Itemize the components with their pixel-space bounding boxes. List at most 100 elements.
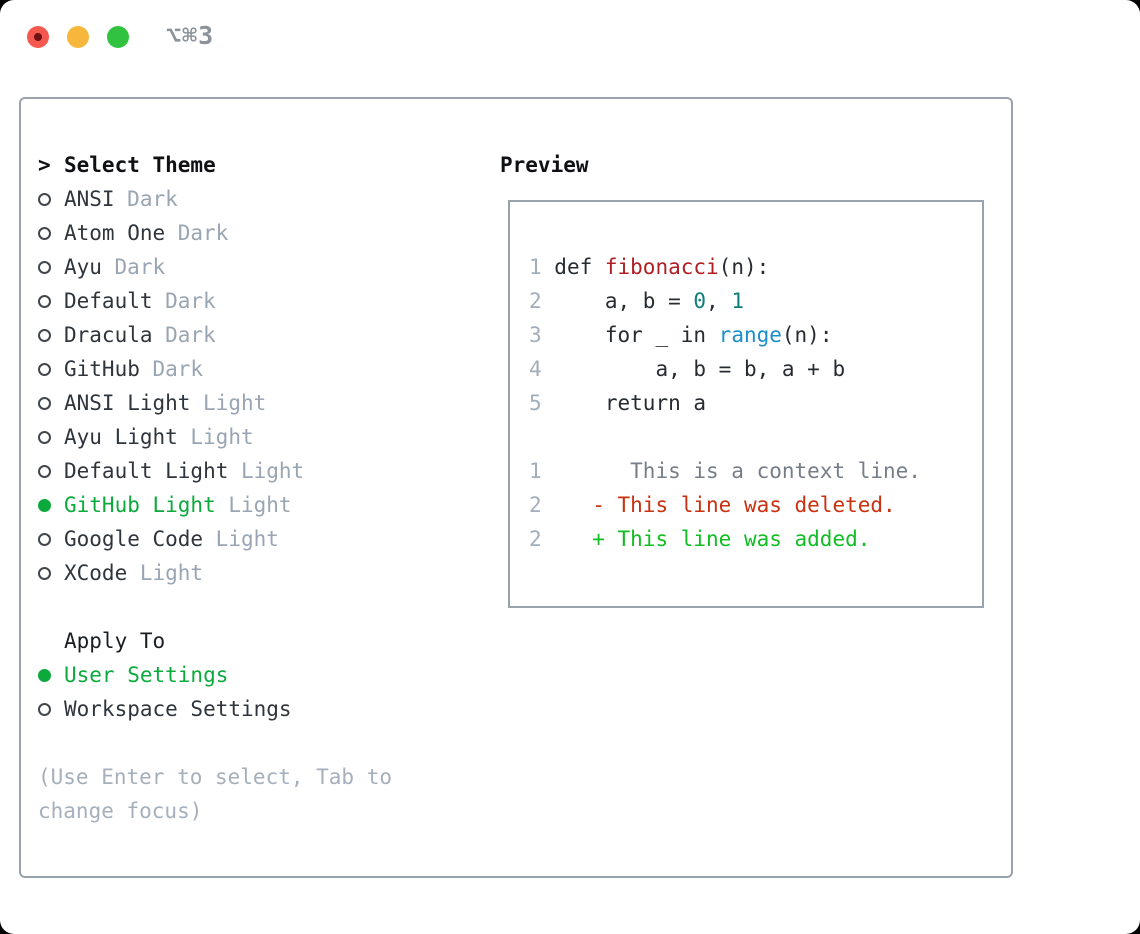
theme-list-header: > Select Theme <box>38 148 392 182</box>
line-number: 5 <box>529 391 542 415</box>
theme-item-dracula[interactable]: Dracula Dark <box>38 318 392 352</box>
line-number: 2 <box>529 493 542 517</box>
option-label: Ayu Light <box>64 425 178 449</box>
code-segment: This is a context line. <box>554 459 921 483</box>
radio-unselected-icon <box>38 396 64 410</box>
keyboard-hint: (Use Enter to select, Tab to change focus… <box>38 760 392 828</box>
option-variant-label: Light <box>240 459 305 483</box>
option-variant-label: Light <box>228 493 292 517</box>
option-label: ANSI <box>64 187 115 211</box>
apply-option-user-settings[interactable]: User Settings <box>38 658 392 692</box>
prompt-caret-icon: > <box>38 153 51 177</box>
radio-unselected-icon <box>38 362 64 376</box>
option-variant-label: Light <box>190 425 254 449</box>
code-segment: fibonacci <box>604 255 719 279</box>
code-line: 1 This is a context line. <box>529 454 972 488</box>
line-number: 4 <box>529 357 542 381</box>
line-number: 1 <box>529 255 542 279</box>
maximize-button[interactable] <box>107 26 129 48</box>
option-variant-label: Dark <box>114 255 166 279</box>
spacer <box>38 590 392 624</box>
code-segment: range <box>718 323 782 347</box>
minimize-button[interactable] <box>67 26 89 48</box>
radio-unselected-icon <box>38 464 64 478</box>
code-segment: - This line was deleted. <box>554 493 896 517</box>
option-label: Default <box>64 289 153 313</box>
code-segment: a, b = <box>554 289 694 313</box>
code-line: 2 - This line was deleted. <box>529 488 972 522</box>
theme-item-github[interactable]: GitHub Dark <box>38 352 392 386</box>
option-variant-label: Dark <box>152 357 204 381</box>
code-segment: return a <box>554 391 707 415</box>
option-label: Dracula <box>64 323 153 347</box>
theme-item-ayu[interactable]: Ayu Dark <box>38 250 392 284</box>
line-number: 3 <box>529 323 542 347</box>
theme-item-google-code[interactable]: Google Code Light <box>38 522 392 556</box>
theme-list-title: Select Theme <box>64 153 216 177</box>
option-variant-label: Light <box>203 391 267 415</box>
option-variant-label: Light <box>139 561 204 585</box>
radio-unselected-icon <box>38 702 64 716</box>
radio-unselected-icon <box>38 192 64 206</box>
code-line: 2 + This line was added. <box>529 522 972 556</box>
theme-item-ayu-light[interactable]: Ayu Light Light <box>38 420 392 454</box>
radio-unselected-icon <box>38 566 64 580</box>
theme-item-xcode[interactable]: XCode Light <box>38 556 392 590</box>
radio-unselected-icon <box>38 328 64 342</box>
option-label: Google Code <box>64 527 204 551</box>
option-label: GitHub Light <box>64 493 216 517</box>
apply-option-workspace-settings[interactable]: Workspace Settings <box>38 692 392 726</box>
code-line: 2 a, b = 0, 1 <box>529 284 972 318</box>
code-segment: + This line was added. <box>554 527 871 551</box>
radio-unselected-icon <box>38 430 64 444</box>
radio-unselected-icon <box>38 532 64 546</box>
line-number: 2 <box>529 527 542 551</box>
code-line: 1 def fibonacci(n): <box>529 250 972 284</box>
line-number: 2 <box>529 289 542 313</box>
option-variant-label: Light <box>215 527 279 551</box>
theme-item-ansi[interactable]: ANSI Dark <box>38 182 392 216</box>
radio-unselected-icon <box>38 294 64 308</box>
code-segment: (n): <box>718 255 770 279</box>
option-label: GitHub <box>64 357 140 381</box>
option-label: Atom One <box>64 221 166 245</box>
code-segment: 0 <box>693 289 707 313</box>
option-variant-label: Dark <box>165 323 216 347</box>
theme-item-default-light[interactable]: Default Light Light <box>38 454 392 488</box>
window-title-shortcut: ⌥⌘3 <box>166 21 215 50</box>
traffic-lights <box>27 26 129 48</box>
preview-title: Preview <box>500 153 589 177</box>
code-segment: (n): <box>781 323 833 347</box>
radio-unselected-icon <box>38 226 64 240</box>
radio-selected-icon <box>38 668 64 682</box>
option-variant-label: Dark <box>127 187 178 211</box>
close-button[interactable] <box>27 26 49 48</box>
option-label: Default Light <box>64 459 229 483</box>
option-variant-label: Dark <box>165 289 216 313</box>
hint-line: change focus) <box>38 799 203 823</box>
hint-line: (Use Enter to select, Tab to <box>38 765 393 789</box>
radio-unselected-icon <box>38 260 64 274</box>
code-segment: , <box>706 289 732 313</box>
theme-item-github-light[interactable]: GitHub Light Light <box>38 488 392 522</box>
option-label: Ayu <box>64 255 102 279</box>
theme-item-ansi-light[interactable]: ANSI Light Light <box>38 386 392 420</box>
code-line: 4 a, b = b, a + b <box>529 352 972 386</box>
line-number: 1 <box>529 459 542 483</box>
code-segment: def <box>554 255 605 279</box>
code-line <box>529 420 972 454</box>
theme-item-default[interactable]: Default Dark <box>38 284 392 318</box>
radio-selected-icon <box>38 498 64 512</box>
option-label: XCode <box>64 561 128 585</box>
code-line: 5 return a <box>529 386 972 420</box>
option-label: ANSI Light <box>64 391 191 415</box>
code-segment: for _ in <box>554 323 719 347</box>
